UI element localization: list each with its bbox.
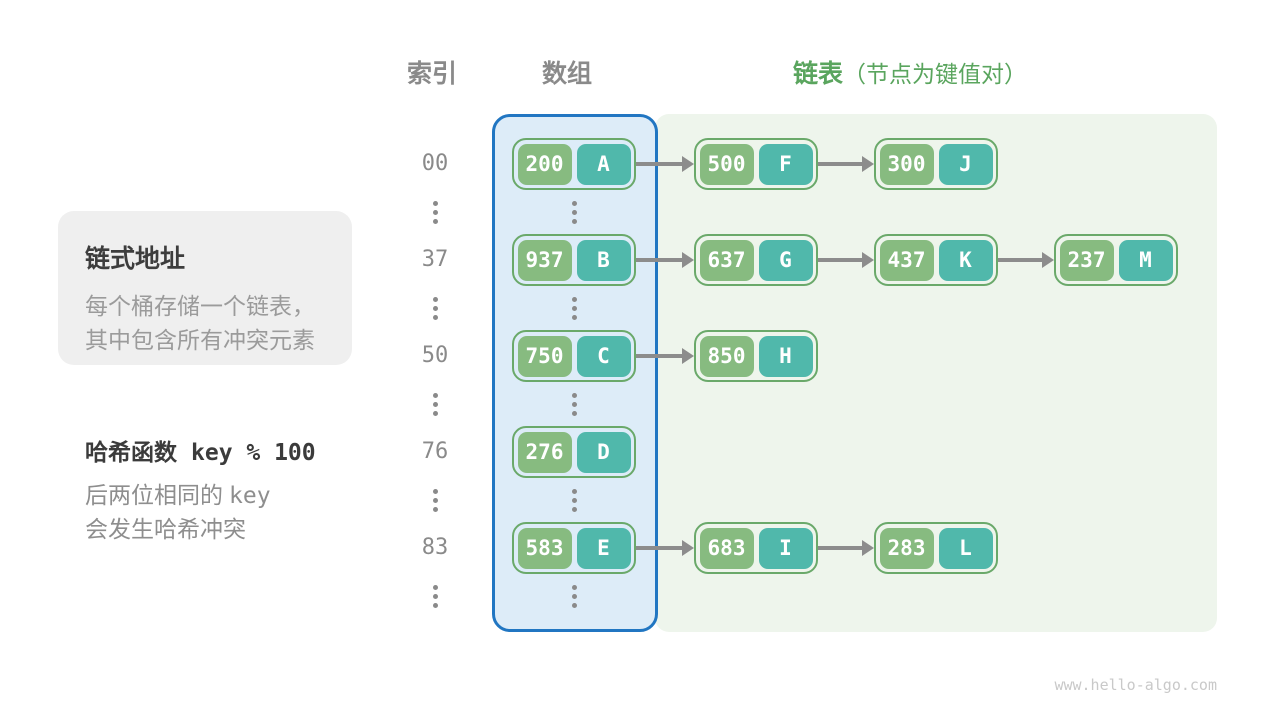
value-cell: E bbox=[576, 527, 631, 569]
hash-function-label: 哈希函数 bbox=[85, 439, 177, 465]
value-cell: F bbox=[758, 143, 813, 185]
next-pointer-arrow bbox=[818, 540, 874, 556]
key-cell: 500 bbox=[699, 143, 754, 185]
watermark: www.hello-algo.com bbox=[1054, 676, 1217, 694]
hash-collision-text: 后两位相同的 bbox=[85, 482, 223, 508]
arrow-head bbox=[862, 252, 874, 268]
next-pointer-arrow bbox=[636, 156, 694, 172]
key-cell: 283 bbox=[879, 527, 934, 569]
next-pointer-arrow bbox=[818, 156, 874, 172]
arrow-head bbox=[682, 252, 694, 268]
chaining-info-box: 链式地址 每个桶存储一个链表， 其中包含所有冲突元素 bbox=[58, 211, 352, 365]
bucket-index-label: 00 bbox=[421, 151, 449, 176]
key-cell: 683 bbox=[699, 527, 754, 569]
bucket-index-label: 37 bbox=[421, 247, 449, 272]
bucket-index-label: 50 bbox=[421, 343, 449, 368]
info-box-line-2: 其中包含所有冲突元素 bbox=[85, 327, 315, 353]
key-cell: 583 bbox=[517, 527, 572, 569]
next-pointer-arrow bbox=[636, 252, 694, 268]
vertical-ellipsis bbox=[571, 489, 577, 512]
key-cell: 637 bbox=[699, 239, 754, 281]
value-cell: M bbox=[1118, 239, 1173, 281]
vertical-ellipsis bbox=[571, 297, 577, 320]
arrow-head bbox=[682, 540, 694, 556]
arrow-shaft bbox=[818, 546, 864, 550]
arrow-head bbox=[682, 348, 694, 364]
arrow-shaft bbox=[818, 162, 864, 166]
arrow-shaft bbox=[636, 354, 684, 358]
next-pointer-arrow bbox=[636, 348, 694, 364]
vertical-ellipsis bbox=[571, 393, 577, 416]
vertical-ellipsis bbox=[571, 201, 577, 224]
arrow-shaft bbox=[636, 258, 684, 262]
column-header-array: 数组 bbox=[542, 60, 593, 88]
key-cell: 300 bbox=[879, 143, 934, 185]
bucket-index-label: 83 bbox=[421, 535, 449, 560]
arrow-shaft bbox=[636, 162, 684, 166]
arrow-shaft bbox=[636, 546, 684, 550]
column-header-linked-list: 链表（节点为键值对） bbox=[793, 54, 1027, 90]
arrow-shaft bbox=[998, 258, 1044, 262]
key-cell: 200 bbox=[517, 143, 572, 185]
key-cell: 937 bbox=[517, 239, 572, 281]
arrow-shaft bbox=[818, 258, 864, 262]
vertical-ellipsis bbox=[432, 201, 438, 224]
hash-collision-line-2: 会发生哈希冲突 bbox=[85, 516, 246, 542]
key-cell: 750 bbox=[517, 335, 572, 377]
vertical-ellipsis bbox=[571, 585, 577, 608]
key-cell: 437 bbox=[879, 239, 934, 281]
value-cell: A bbox=[576, 143, 631, 185]
bucket-index-label: 76 bbox=[421, 439, 449, 464]
value-cell: H bbox=[758, 335, 813, 377]
vertical-ellipsis bbox=[432, 585, 438, 608]
linked-list-header-label: 链表 bbox=[793, 60, 844, 88]
value-cell: B bbox=[576, 239, 631, 281]
hash-function-line: 哈希函数 key % 100 bbox=[85, 433, 316, 467]
linked-list-header-note: （节点为键值对） bbox=[843, 61, 1028, 87]
vertical-ellipsis bbox=[432, 489, 438, 512]
value-cell: L bbox=[938, 527, 993, 569]
arrow-head bbox=[862, 156, 874, 172]
next-pointer-arrow bbox=[636, 540, 694, 556]
next-pointer-arrow bbox=[998, 252, 1054, 268]
hash-collision-key-code: key bbox=[229, 483, 271, 509]
value-cell: G bbox=[758, 239, 813, 281]
info-box-line-1: 每个桶存储一个链表， bbox=[85, 293, 315, 319]
value-cell: D bbox=[576, 431, 631, 473]
arrow-head bbox=[862, 540, 874, 556]
value-cell: J bbox=[938, 143, 993, 185]
key-cell: 276 bbox=[517, 431, 572, 473]
hash-function-code: key % 100 bbox=[191, 440, 316, 466]
arrow-head bbox=[682, 156, 694, 172]
value-cell: K bbox=[938, 239, 993, 281]
key-cell: 237 bbox=[1059, 239, 1114, 281]
vertical-ellipsis bbox=[432, 297, 438, 320]
column-header-index: 索引 bbox=[407, 60, 458, 88]
next-pointer-arrow bbox=[818, 252, 874, 268]
value-cell: I bbox=[758, 527, 813, 569]
arrow-head bbox=[1042, 252, 1054, 268]
value-cell: C bbox=[576, 335, 631, 377]
key-cell: 850 bbox=[699, 335, 754, 377]
vertical-ellipsis bbox=[432, 393, 438, 416]
info-box-title: 链式地址 bbox=[85, 245, 186, 273]
